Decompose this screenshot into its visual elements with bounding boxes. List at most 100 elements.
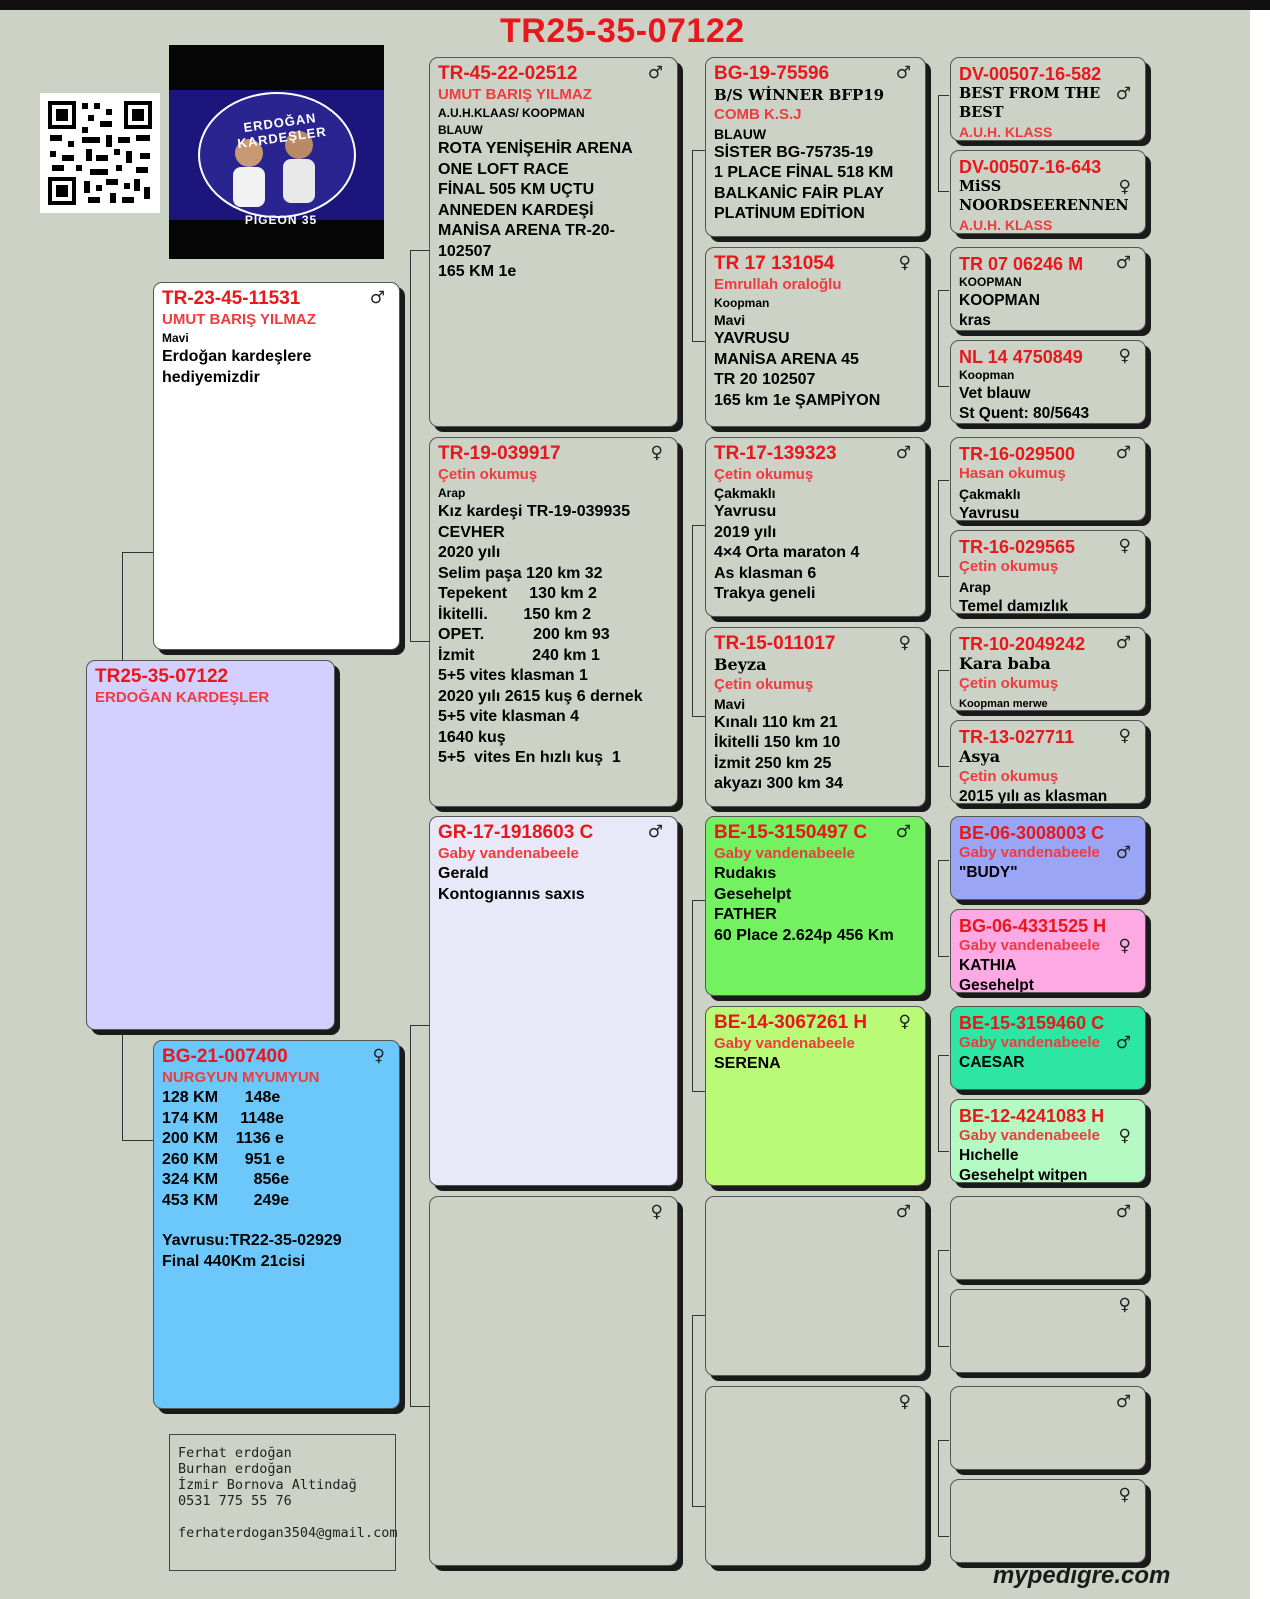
contact-email[interactable]: ferhaterdogan3504@gmail.com	[178, 1525, 398, 1541]
ring-number: NL 14 4750849	[959, 347, 1083, 367]
note: akyazı 300 km 34	[714, 775, 843, 792]
gen3-card[interactable]: ♀ BE-14-3067261 H Gaby vandenabeele SERE…	[705, 1006, 926, 1186]
note: FİNAL 505 KM UÇTU	[438, 181, 595, 198]
sire-card[interactable]: ♂ TR-23-45-11531 UMUT BARIŞ YILMAZ Mavi …	[153, 282, 400, 650]
breeder: Çetin okumuş	[959, 558, 1059, 575]
connector	[938, 290, 949, 387]
gen4-card[interactable]: ♂ DV-00507-16-582 BEST FROM THE BEST A.U…	[950, 57, 1146, 141]
female-symbol-icon: ♀	[650, 443, 663, 463]
note: 1 PLACE FİNAL 518 KM	[714, 164, 894, 181]
female-symbol-icon: ♀	[898, 253, 911, 273]
extra: 2015 yılı as klasman	[959, 788, 1108, 804]
color: Arap	[438, 486, 466, 500]
gen4-card[interactable]: ♂ BE-15-3159460 C Gaby vandenabeele CAES…	[950, 1006, 1146, 1090]
watermark[interactable]: mypedigre.com	[993, 1562, 1171, 1589]
gen2-card-sire-dam[interactable]: ♀ TR-19-039917 Çetin okumuş Arap Kız kar…	[429, 437, 678, 807]
pigeon-name: CAESAR	[959, 1054, 1025, 1071]
connector	[938, 1250, 949, 1347]
gen4-card[interactable]: ♀ DV-00507-16-643 MiSS NOORDSEERENNEN A.…	[950, 150, 1146, 234]
gen2-card-sire-sire[interactable]: ♂ TR-45-22-02512 UMUT BARIŞ YILMAZ A.U.H…	[429, 57, 678, 427]
breeder: Gaby vandenabeele	[438, 844, 579, 862]
gen4-card[interactable]: ♀ NL 14 4750849 Koopman Vet blauw St Que…	[950, 340, 1146, 424]
gen3-card[interactable]: ♂ TR-17-139323 Çetin okumuş Çakmaklı Yav…	[705, 437, 926, 617]
note: 5+5 vites En hızlı kuş 1	[438, 749, 621, 766]
ring-number: TR-45-22-02512	[438, 64, 578, 84]
connector	[938, 1440, 949, 1537]
ring-number: TR 07 06246 M	[959, 254, 1084, 274]
breeder: Çetin okumuş	[714, 465, 814, 483]
ring-number: GR-17-1918603 C	[438, 823, 594, 843]
note: 4×4 Orta maraton 4	[714, 544, 860, 561]
pigeon-name: Hıchelle	[959, 1147, 1019, 1164]
color: Mavi	[714, 312, 746, 328]
connector	[938, 95, 949, 192]
gen4-card[interactable]: ♀ BE-12-4241083 H Gaby vandenabeele Hıch…	[950, 1099, 1146, 1183]
male-symbol-icon: ♂	[1115, 443, 1131, 463]
extra: Gesehelpt	[959, 977, 1034, 993]
gen2-card-dam-sire[interactable]: ♂ GR-17-1918603 C Gaby vandenabeele Gera…	[429, 816, 678, 1186]
gen4-card[interactable]: ♀ BG-06-4331525 H Gaby vandenabeele KATH…	[950, 909, 1146, 993]
gen3-card[interactable]: ♀ TR 17 131054 Emrullah oraloğlu Koopman…	[705, 247, 926, 427]
pigeon-name: Beyza	[714, 654, 767, 674]
gen3-card[interactable]: ♂ BE-15-3150497 C Gaby vandenabeele Ruda…	[705, 816, 926, 996]
dam-ring: BG-21-007400	[162, 1047, 288, 1067]
gen4-card-empty[interactable]: ♀	[950, 1289, 1146, 1373]
pigeon-name: Çakmaklı	[959, 486, 1021, 502]
subject-card[interactable]: TR25-35-07122 ERDOĞAN KARDEŞLER	[86, 660, 335, 1030]
note: 2019 yılı	[714, 523, 777, 541]
gen3-card-empty[interactable]: ♀	[705, 1386, 926, 1566]
note: Selim paşa 120 km 32	[438, 564, 603, 582]
breeder: Çetin okumuş	[959, 768, 1059, 785]
gen3-card[interactable]: ♂ BG-19-75596 B/S WİNNER BFP19 COMB K.S.…	[705, 57, 926, 237]
dam-note: Yavrusu:TR22-35-02929	[162, 1232, 342, 1249]
gen4-card[interactable]: ♀ TR-16-029565 Çetin okumuş Arap Temel d…	[950, 530, 1146, 614]
gen4-card-empty[interactable]: ♂	[950, 1386, 1146, 1470]
connector	[692, 150, 705, 342]
ring-number: TR 17 131054	[714, 254, 835, 274]
dam-note: 174 KM 1148e	[162, 1109, 284, 1127]
male-symbol-icon: ♂	[895, 63, 911, 83]
female-symbol-icon: ♀	[372, 1046, 385, 1066]
gen3-card[interactable]: ♀ TR-15-011017 Beyza Çetin okumuş Mavi K…	[705, 627, 926, 807]
female-symbol-icon: ♀	[1118, 536, 1131, 556]
note: YAVRUSU	[714, 330, 790, 347]
gen4-card-empty[interactable]: ♂	[950, 1196, 1146, 1280]
breeder: Gaby vandenabeele	[959, 937, 1100, 954]
gen4-card[interactable]: ♂ TR-16-029500 Hasan okumuş Çakmaklı Yav…	[950, 437, 1146, 521]
female-symbol-icon: ♀	[898, 633, 911, 653]
top-dark-band	[0, 0, 1270, 10]
note: Yavrusu	[714, 503, 777, 520]
breeder: Gaby vandenabeele	[959, 844, 1100, 861]
note: İzmit 250 km 25	[714, 754, 832, 772]
female-symbol-icon: ♀	[1118, 346, 1131, 366]
female-symbol-icon: ♀	[1118, 177, 1131, 197]
gen4-card-empty[interactable]: ♀	[950, 1479, 1146, 1563]
color: Çakmaklı	[714, 485, 776, 501]
note: İkitelli. 150 km 2	[438, 605, 591, 623]
female-symbol-icon: ♀	[1118, 1485, 1131, 1505]
pigeon-name: BEST FROM THE	[959, 85, 1101, 102]
ring-number: TR-19-039917	[438, 444, 561, 464]
note: MANİSA ARENA 45	[714, 350, 859, 368]
extra: Koopman merwe	[959, 698, 1048, 710]
extra: A.U.H. KLASS	[959, 124, 1053, 140]
pigeon-name: Kara baba	[959, 654, 1051, 673]
gen4-card[interactable]: ♀ TR-13-027711 Asya Çetin okumuş 2015 yı…	[950, 720, 1146, 804]
pigeon-name: B/S WİNNER BFP19	[714, 85, 885, 104]
female-symbol-icon: ♀	[1118, 936, 1131, 956]
gen4-card[interactable]: ♂ TR 07 06246 M KOOPMAN KOOPMAN kras	[950, 247, 1146, 331]
note: 5+5 vite klasman 4	[438, 708, 579, 725]
gen4-card[interactable]: ♂ BE-06-3008003 C Gaby vandenabeele "BUD…	[950, 816, 1146, 900]
pigeon-name: KOOPMAN	[959, 292, 1040, 309]
note: Kontogıannıs saxıs	[438, 885, 585, 903]
note: 102507	[438, 242, 492, 260]
gen2-card-dam-dam[interactable]: ♀	[429, 1196, 678, 1566]
note: Rudakıs	[714, 865, 777, 882]
breeder: Çetin okumuş	[438, 465, 538, 483]
dam-card[interactable]: ♀ BG-21-007400 NURGYUN MYUMYUN 128 KM 14…	[153, 1040, 400, 1409]
gen4-card[interactable]: ♂ TR-10-2049242 Kara baba Çetin okumuş K…	[950, 627, 1146, 711]
gen3-card-empty[interactable]: ♂	[705, 1196, 926, 1376]
male-symbol-icon: ♂	[895, 822, 911, 842]
breeder: Çetin okumuş	[959, 675, 1059, 692]
logo-emblem	[169, 90, 384, 220]
